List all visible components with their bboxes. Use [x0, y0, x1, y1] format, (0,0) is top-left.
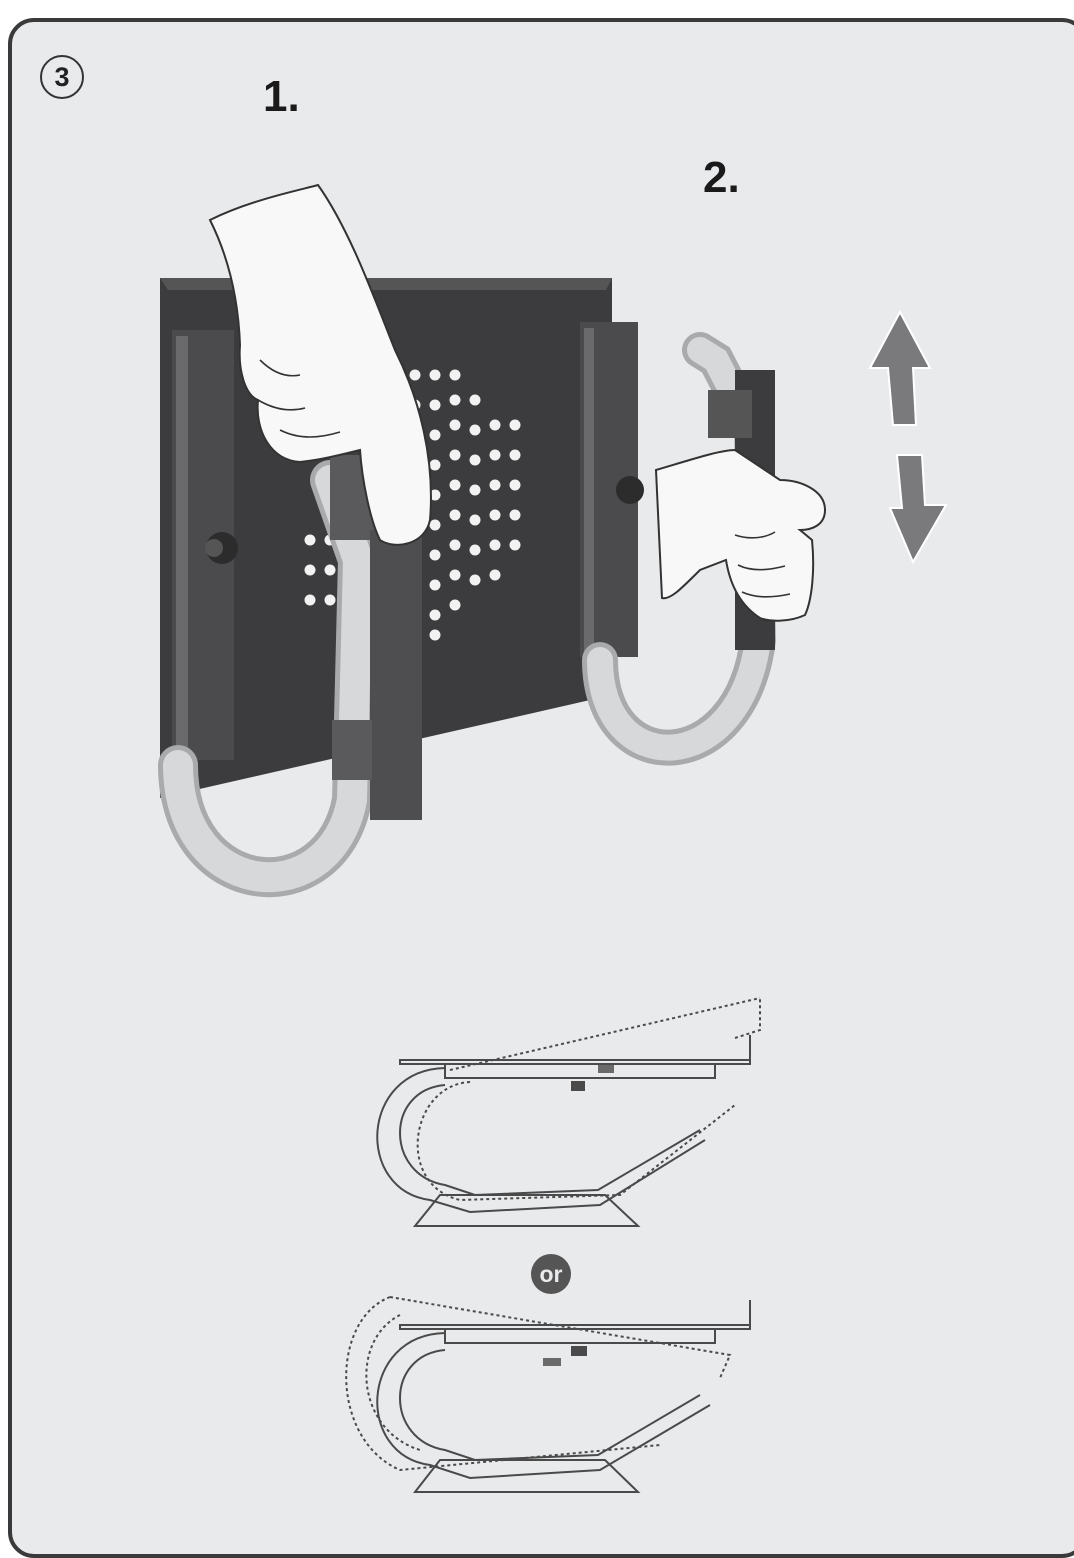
perforation-hole [510, 510, 521, 521]
perforation-hole [430, 400, 441, 411]
perforation-hole [305, 595, 316, 606]
perforation-hole [450, 395, 461, 406]
perforation-hole [470, 455, 481, 466]
perforation-hole [430, 430, 441, 441]
perforation-hole [325, 595, 336, 606]
perforation-hole [450, 480, 461, 491]
perforation-hole [305, 535, 316, 546]
perforation-hole [490, 570, 501, 581]
perforation-hole [450, 570, 461, 581]
perforation-hole [490, 510, 501, 521]
perforation-hole [490, 480, 501, 491]
perforation-hole [305, 565, 316, 576]
perforation-hole [470, 515, 481, 526]
perforation-hole [430, 630, 441, 641]
hand-icon-2 [656, 450, 825, 621]
perforation-hole [430, 610, 441, 621]
left-mount-rail [172, 330, 238, 760]
perforation-hole [430, 370, 441, 381]
perforation-hole [490, 450, 501, 461]
perforation-hole [450, 600, 461, 611]
right-mount-rail [580, 322, 644, 657]
perforation-hole [510, 450, 521, 461]
perforation-hole [510, 540, 521, 551]
perforation-hole [450, 510, 461, 521]
perforation-hole [510, 420, 521, 431]
perforation-hole [430, 460, 441, 471]
perforation-hole [450, 420, 461, 431]
perforation-hole [450, 540, 461, 551]
or-separator: or [531, 1254, 571, 1294]
perforation-hole [470, 485, 481, 496]
right-knob-icon [616, 476, 644, 504]
perforation-hole [430, 580, 441, 591]
perforation-hole [325, 565, 336, 576]
side-view-diagram-2 [346, 1297, 750, 1492]
perforation-hole [430, 520, 441, 531]
perforation-hole [410, 370, 421, 381]
perforation-hole [470, 395, 481, 406]
perforation-hole [470, 575, 481, 586]
down-arrow-icon [890, 455, 946, 562]
perforation-hole [450, 450, 461, 461]
perforation-hole [450, 370, 461, 381]
side-view-diagram-1 [377, 998, 760, 1226]
perforation-hole [510, 480, 521, 491]
perforation-hole [490, 420, 501, 431]
perforation-hole [470, 425, 481, 436]
or-label: or [540, 1261, 563, 1288]
up-arrow-icon [870, 312, 930, 425]
perforation-hole [430, 550, 441, 561]
perforation-hole [470, 545, 481, 556]
perforation-hole [490, 540, 501, 551]
